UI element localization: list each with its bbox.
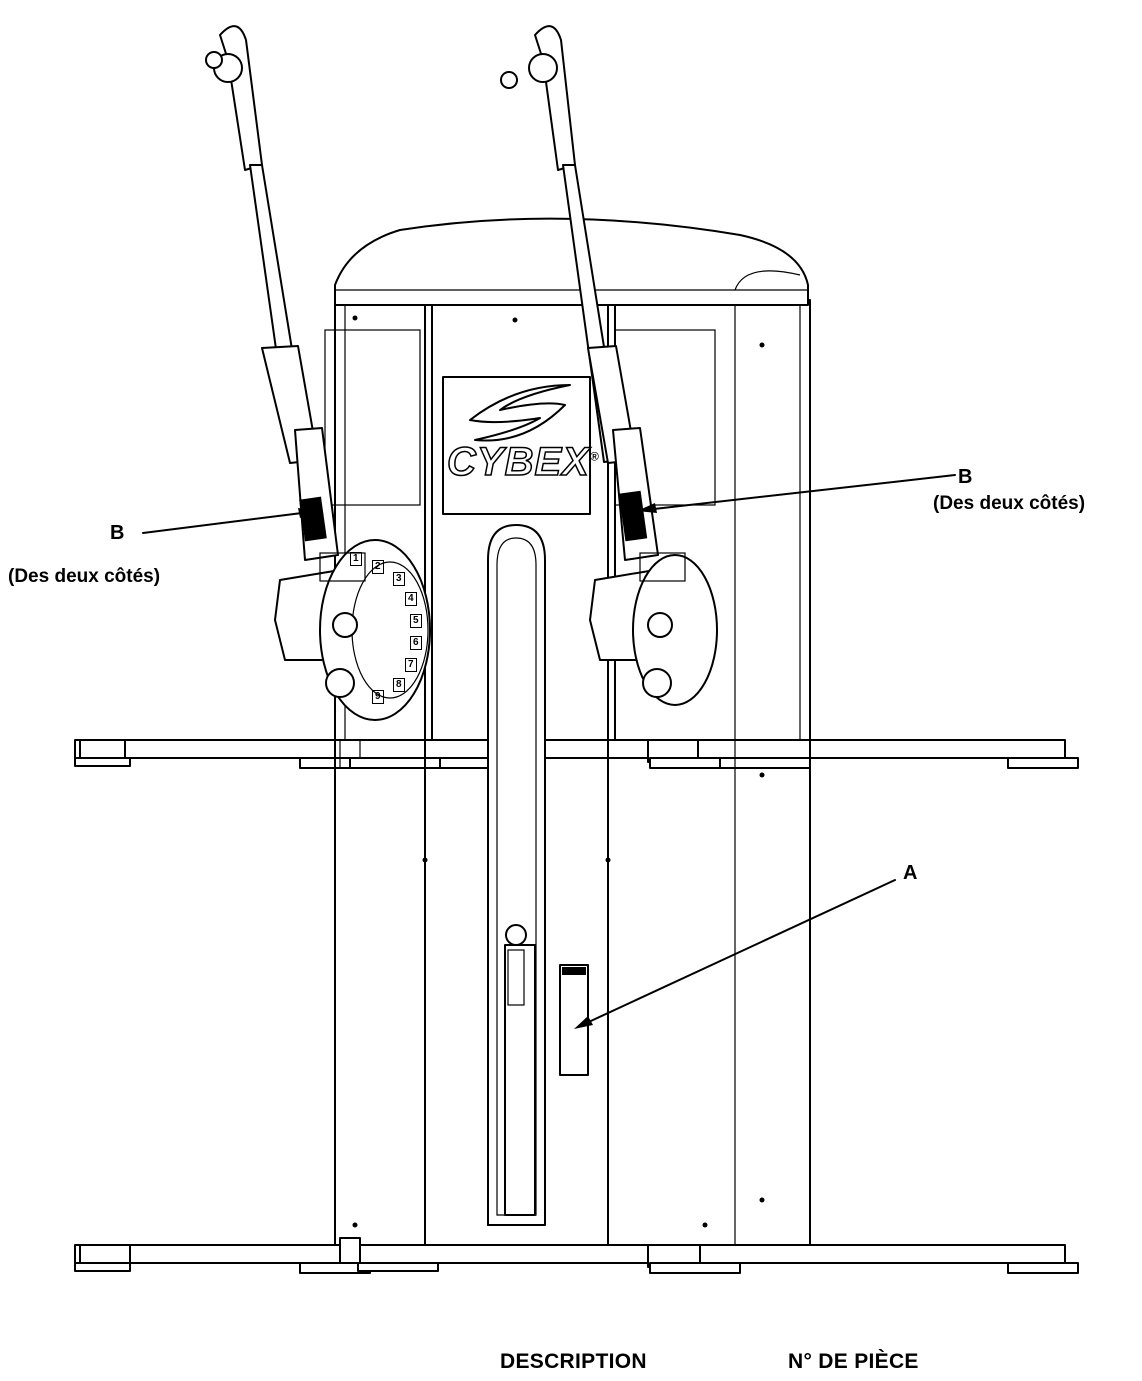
- center-slot: [487, 524, 546, 1226]
- callout-b-right: B: [958, 466, 973, 488]
- dial-number: 5: [410, 614, 422, 628]
- right-arm-assembly: [500, 25, 718, 706]
- pin-label-plate: [559, 964, 589, 1076]
- callout-b-right-note: (Des deux côtés): [933, 493, 1086, 514]
- logo-wordmark: CYBEX: [446, 439, 590, 485]
- dial-number: 3: [393, 572, 405, 586]
- dial-number: 8: [393, 678, 405, 692]
- callout-b-left-note: (Des deux côtés): [8, 566, 161, 587]
- dial-number: 1: [350, 552, 362, 566]
- cybex-logo: CYBEX®: [446, 439, 600, 485]
- description-column-header: DESCRIPTION: [500, 1350, 647, 1373]
- registered-mark: ®: [589, 449, 600, 464]
- logo-panel: [442, 376, 591, 515]
- callout-b-left: B: [110, 522, 125, 544]
- dial-number: 6: [410, 636, 422, 650]
- dial-number: 2: [372, 560, 384, 574]
- dial-number: 7: [405, 658, 417, 672]
- part-number-column-header: N° DE PIÈCE: [788, 1350, 919, 1373]
- dial-number: 4: [405, 592, 417, 606]
- callout-leaders: [142, 474, 956, 1029]
- base-frame: [74, 739, 1079, 769]
- callout-a: A: [903, 862, 918, 884]
- dial-number: 9: [372, 690, 384, 704]
